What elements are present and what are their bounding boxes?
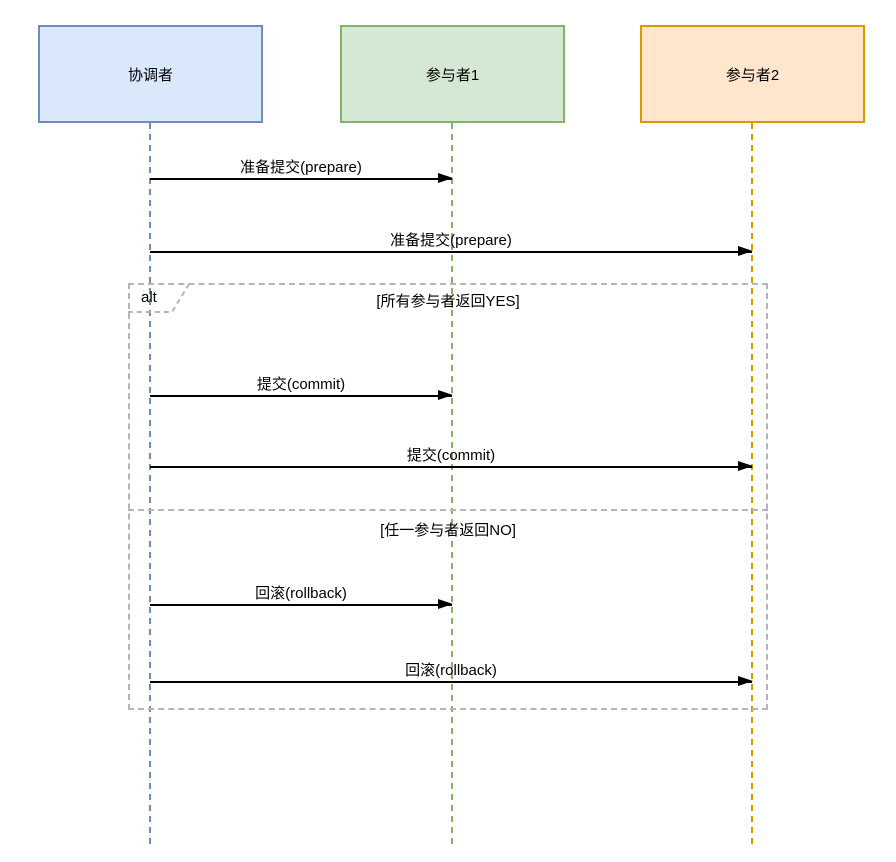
arrowhead-icon — [438, 173, 453, 183]
alt-guard-branch2: [任一参与者返回NO] — [380, 522, 516, 539]
message-arrow-line — [150, 173, 453, 183]
arrowhead-icon — [438, 390, 453, 400]
message-label: 提交(commit) — [256, 376, 346, 393]
message-commit-to-participant2: 提交(commit) — [150, 445, 753, 471]
alt-operator-label: alt — [141, 289, 157, 306]
arrowhead-icon — [738, 676, 753, 686]
message-arrow-line — [150, 461, 753, 471]
alt-branch-divider — [128, 509, 768, 511]
message-arrow-line — [150, 246, 753, 256]
participant-label-coordinator: 协调者 — [127, 66, 173, 84]
alt-frame: alt [所有参与者返回YES] [任一参与者返回NO] — [128, 283, 768, 710]
message-label: 准备提交(prepare) — [390, 232, 512, 249]
message-arrow-line — [150, 599, 453, 609]
message-rollback-to-participant1: 回滚(rollback) — [150, 583, 453, 609]
alt-guard-branch1: [所有参与者返回YES] — [376, 293, 520, 310]
message-prepare-to-participant1: 准备提交(prepare) — [150, 157, 453, 183]
participant-box-coordinator: 协调者 — [38, 25, 263, 123]
participant-label-participant1: 参与者1 — [425, 66, 480, 84]
lifeline-coordinator — [149, 123, 151, 848]
message-label: 准备提交(prepare) — [240, 159, 362, 176]
lifeline-participant1 — [451, 123, 453, 848]
message-prepare-to-participant2: 准备提交(prepare) — [150, 230, 753, 256]
message-label: 回滚(rollback) — [255, 585, 347, 602]
message-rollback-to-participant2: 回滚(rollback) — [150, 660, 753, 686]
participant-box-participant1: 参与者1 — [340, 25, 565, 123]
message-label: 提交(commit) — [406, 447, 496, 464]
lifeline-participant2 — [751, 123, 753, 848]
message-commit-to-participant1: 提交(commit) — [150, 374, 453, 400]
message-arrow-line — [150, 390, 453, 400]
arrowhead-icon — [738, 461, 753, 471]
arrowhead-icon — [738, 246, 753, 256]
participant-box-participant2: 参与者2 — [640, 25, 865, 123]
arrowhead-icon — [438, 599, 453, 609]
participant-label-participant2: 参与者2 — [725, 66, 780, 84]
alt-operator-tab-shape — [128, 283, 190, 313]
message-label: 回滚(rollback) — [405, 662, 497, 679]
message-arrow-line — [150, 676, 753, 686]
